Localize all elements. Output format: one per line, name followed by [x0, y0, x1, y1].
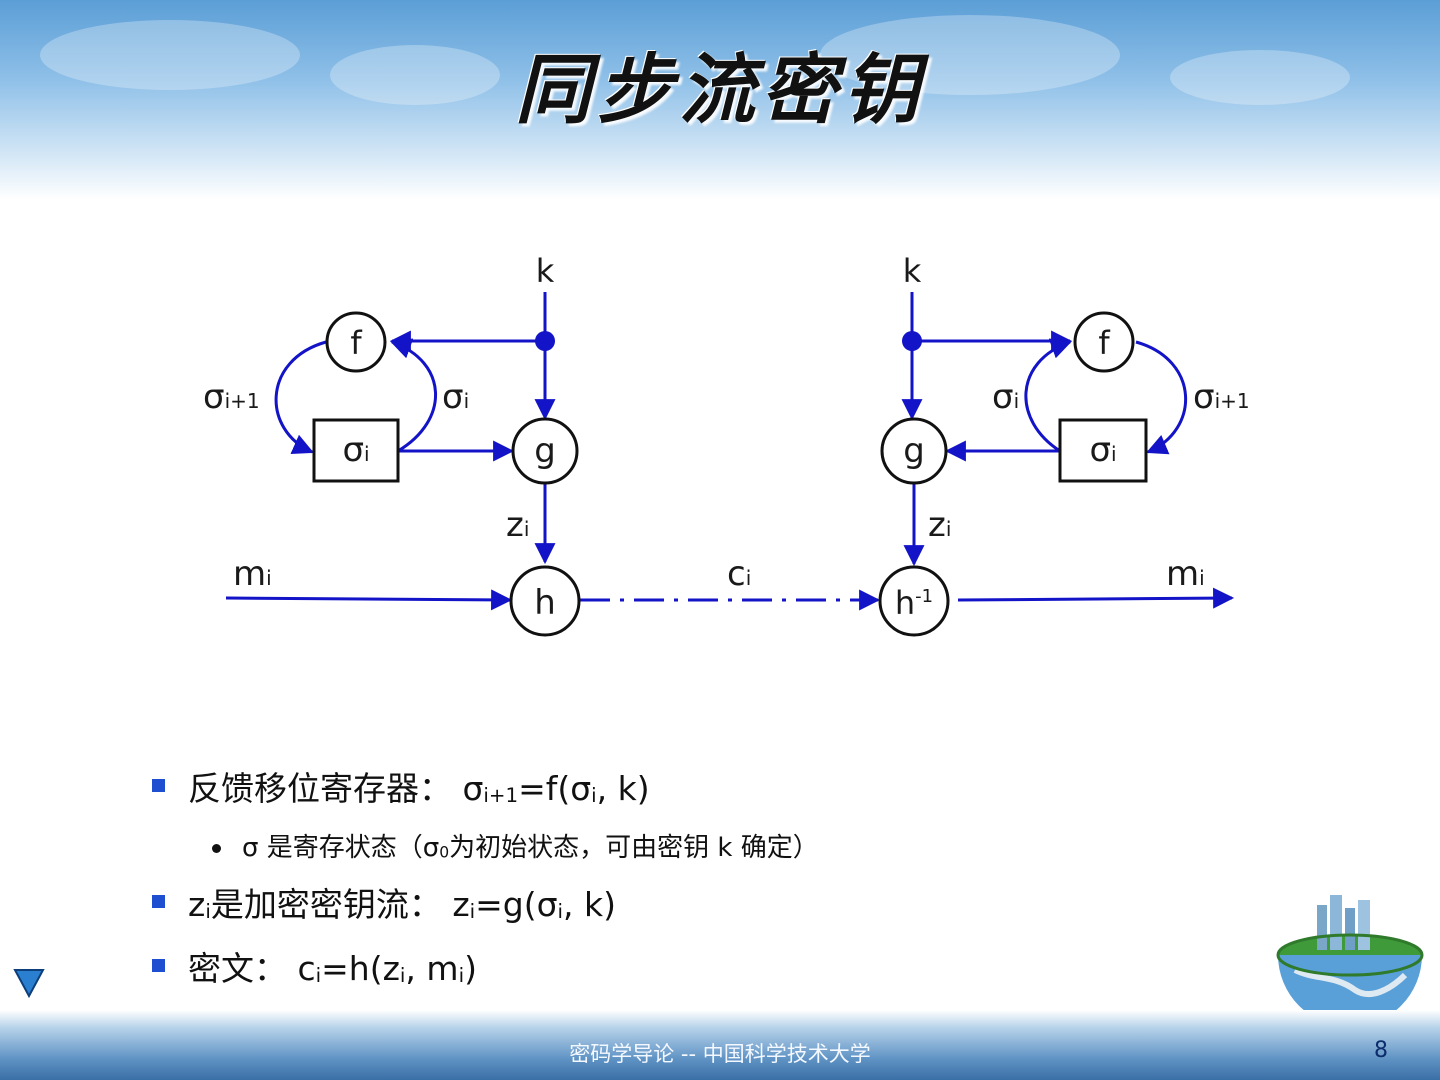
left-state-to-f-arc	[390, 338, 437, 453]
bullet-square-icon	[152, 959, 165, 973]
right-g-label: g	[903, 431, 925, 471]
right-hinv-label: h-1	[895, 584, 933, 622]
right-m-label: mi	[1166, 554, 1205, 594]
slide-title: 同步流密钥	[515, 45, 925, 134]
right-state-box	[1058, 418, 1148, 483]
left-key-label: k	[536, 252, 555, 290]
left-h-label: h	[534, 583, 556, 623]
left-f-node	[325, 311, 387, 373]
right-state-box-label: σi	[1089, 430, 1116, 470]
right-sigma-next-label: σi+1	[1193, 377, 1250, 417]
left-z-label: zi	[506, 505, 529, 545]
right-hinv-to-m	[957, 587, 1235, 609]
left-state-box	[312, 418, 400, 483]
city-globe-icon	[1276, 895, 1424, 1027]
left-state-box-label: σi	[342, 430, 369, 470]
right-f-to-state-arc	[1135, 340, 1187, 455]
bullet-ciphertext: 密文： ci=h(zi, mi)	[150, 940, 1250, 1005]
header-band	[0, 0, 1440, 200]
right-z-label: zi	[928, 505, 951, 545]
left-f-label: f	[350, 324, 362, 362]
left-g-label: g	[534, 431, 556, 471]
bullet-keystream: zi是加密密钥流： zi=g(σi, k)	[150, 876, 1250, 941]
bullet-square-icon	[152, 779, 165, 792]
left-m-to-h	[225, 589, 513, 611]
left-g-node	[511, 417, 579, 485]
right-hinv-node	[878, 565, 950, 637]
right-state-to-f-arc	[1024, 338, 1072, 453]
right-g-node	[880, 417, 948, 485]
left-sigma-label: σi	[442, 377, 469, 417]
channel-c-label: ci	[727, 554, 751, 594]
right-key-junction	[902, 331, 922, 351]
bullet-dot-icon	[212, 843, 221, 853]
bullet-state-note: σ 是寄存状态（σ0为初始状态，可由密钥 k 确定）	[150, 825, 1250, 876]
left-m-label: mi	[233, 554, 272, 594]
bullet-list: 反馈移位寄存器： σi+1=f(σi, k) σ 是寄存状态（σ0为初始状态，可…	[150, 760, 1250, 1005]
footer-text: 密码学导论 -- 中国科学技术大学	[569, 1042, 871, 1066]
page-number: 8	[1374, 1038, 1388, 1063]
left-key-junction	[535, 331, 555, 351]
right-sigma-label: σi	[992, 377, 1019, 417]
right-f-label: f	[1098, 324, 1110, 362]
stream-cipher-diagram: k f σi g h σi+1 σi zi mi ci k f σi g h-1…	[203, 252, 1250, 637]
right-f-node	[1073, 311, 1135, 373]
right-key-label: k	[903, 252, 922, 290]
left-h-node	[509, 565, 581, 637]
bullet-square-icon	[152, 894, 165, 908]
nav-down-arrow-icon[interactable]	[12, 966, 46, 1000]
left-f-to-state-arc	[274, 340, 327, 454]
left-sigma-next-label: σi+1	[203, 377, 260, 417]
bullet-feedback-register: 反馈移位寄存器： σi+1=f(σi, k)	[150, 760, 1250, 825]
footer-band	[0, 1010, 1440, 1080]
